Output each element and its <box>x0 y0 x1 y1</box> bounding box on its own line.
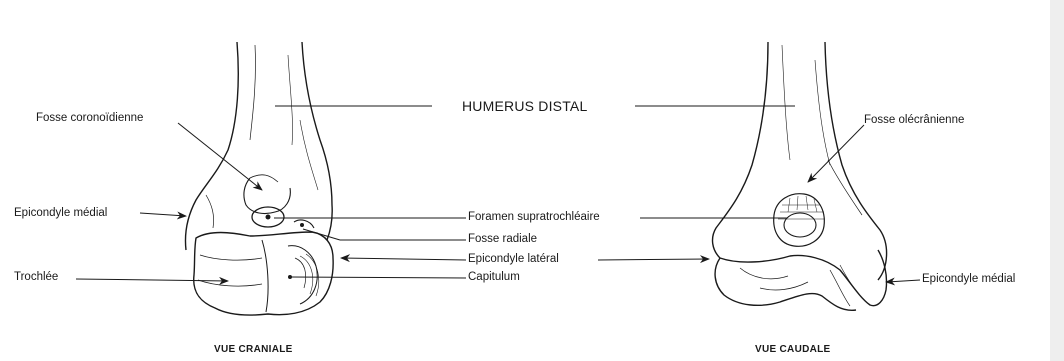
label-epicondyle-lateral: Epicondyle latéral <box>468 253 559 265</box>
leader-fosse-radiale-a <box>302 228 341 241</box>
cranial-humerus-bone <box>184 41 334 316</box>
label-trochlee: Trochlée <box>14 271 59 283</box>
diagram-title: HUMERUS DISTAL <box>462 98 588 114</box>
page-edge-strip <box>1050 0 1064 361</box>
leader-trochlee <box>75 276 229 285</box>
leader-fosse-olecranienne <box>807 124 865 183</box>
leader-epicondyle-medial-cranial <box>139 211 187 220</box>
label-fosse-coronoidienne: Fosse coronoïdienne <box>36 112 144 124</box>
label-fosse-olecranienne: Fosse olécrânienne <box>864 114 965 126</box>
leader-epicondyle-lateral-left <box>340 254 467 263</box>
caudal-humerus-bone <box>711 41 888 311</box>
leader-capitulum <box>289 276 467 279</box>
label-epicondyle-medial-caudal: Epicondyle médial <box>922 273 1016 285</box>
label-fosse-radiale: Fosse radiale <box>468 233 538 245</box>
leader-epicondyle-lateral-right <box>597 255 710 264</box>
leader-lines <box>75 105 921 286</box>
label-foramen-supratrochleaire: Foramen supratrochléaire <box>468 211 600 223</box>
leader-epicondyle-medial-caudal <box>885 277 921 286</box>
leader-fosse-coronoidienne <box>177 122 263 191</box>
label-capitulum: Capitulum <box>468 271 520 283</box>
label-epicondyle-medial-cranial: Epicondyle médial <box>14 207 108 219</box>
caption-vue-caudale: VUE CAUDALE <box>755 344 831 355</box>
caption-vue-craniale: VUE CRANIALE <box>214 344 293 355</box>
